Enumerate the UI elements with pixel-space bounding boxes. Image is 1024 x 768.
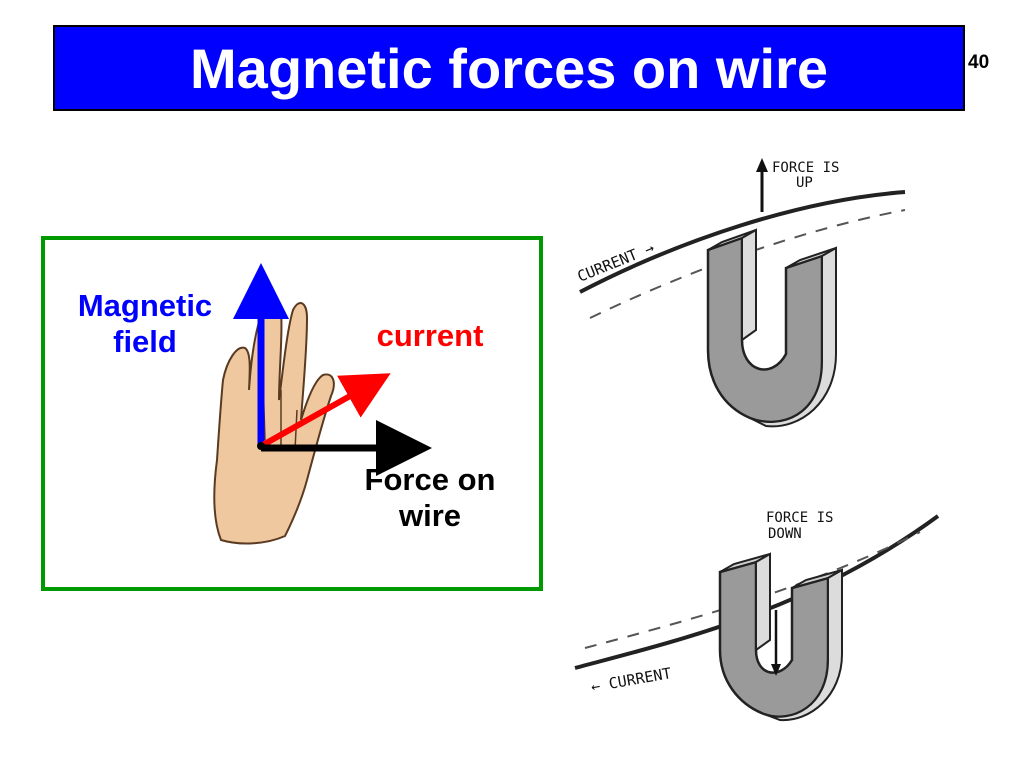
force-down-label-line2: DOWN [768, 526, 802, 542]
hand-diagram [213, 263, 432, 545]
wire-top [579, 190, 906, 294]
magnet-illustrations: FORCE IS UP CURRENT → FORCE IS DOWN ← CU… [574, 158, 940, 722]
force-on-wire-label: Force on wire [330, 462, 530, 534]
slide-title: Magnetic forces on wire [190, 36, 828, 100]
current-label-text: current [376, 318, 484, 353]
force-up-label-line1: FORCE IS [772, 160, 839, 176]
u-magnet-top-icon [706, 228, 837, 428]
current-bottom-label: ← CURRENT [590, 664, 673, 696]
slide-number: 40 [968, 52, 990, 73]
right-hand-rule-panel: Magnetic field current Force on wire [41, 236, 543, 591]
u-magnet-bottom-icon [718, 552, 843, 722]
magnetic-field-label: Magnetic field [55, 288, 235, 360]
current-label: current [345, 318, 515, 354]
hand-icon [213, 300, 335, 545]
force-up-label-line2: UP [796, 175, 813, 191]
magnet-top-illustration: FORCE IS UP CURRENT → [575, 158, 906, 428]
force-down-label-line1: FORCE IS [766, 510, 833, 526]
magnetic-field-label-text: Magnetic field [77, 288, 213, 359]
magnet-bottom-illustration: FORCE IS DOWN ← CURRENT [574, 510, 940, 722]
current-arrow [259, 373, 391, 449]
title-bar: Magnetic forces on wire [53, 25, 965, 111]
origin-dot [257, 442, 265, 450]
force-on-wire-label-text: Force on wire [364, 462, 496, 533]
